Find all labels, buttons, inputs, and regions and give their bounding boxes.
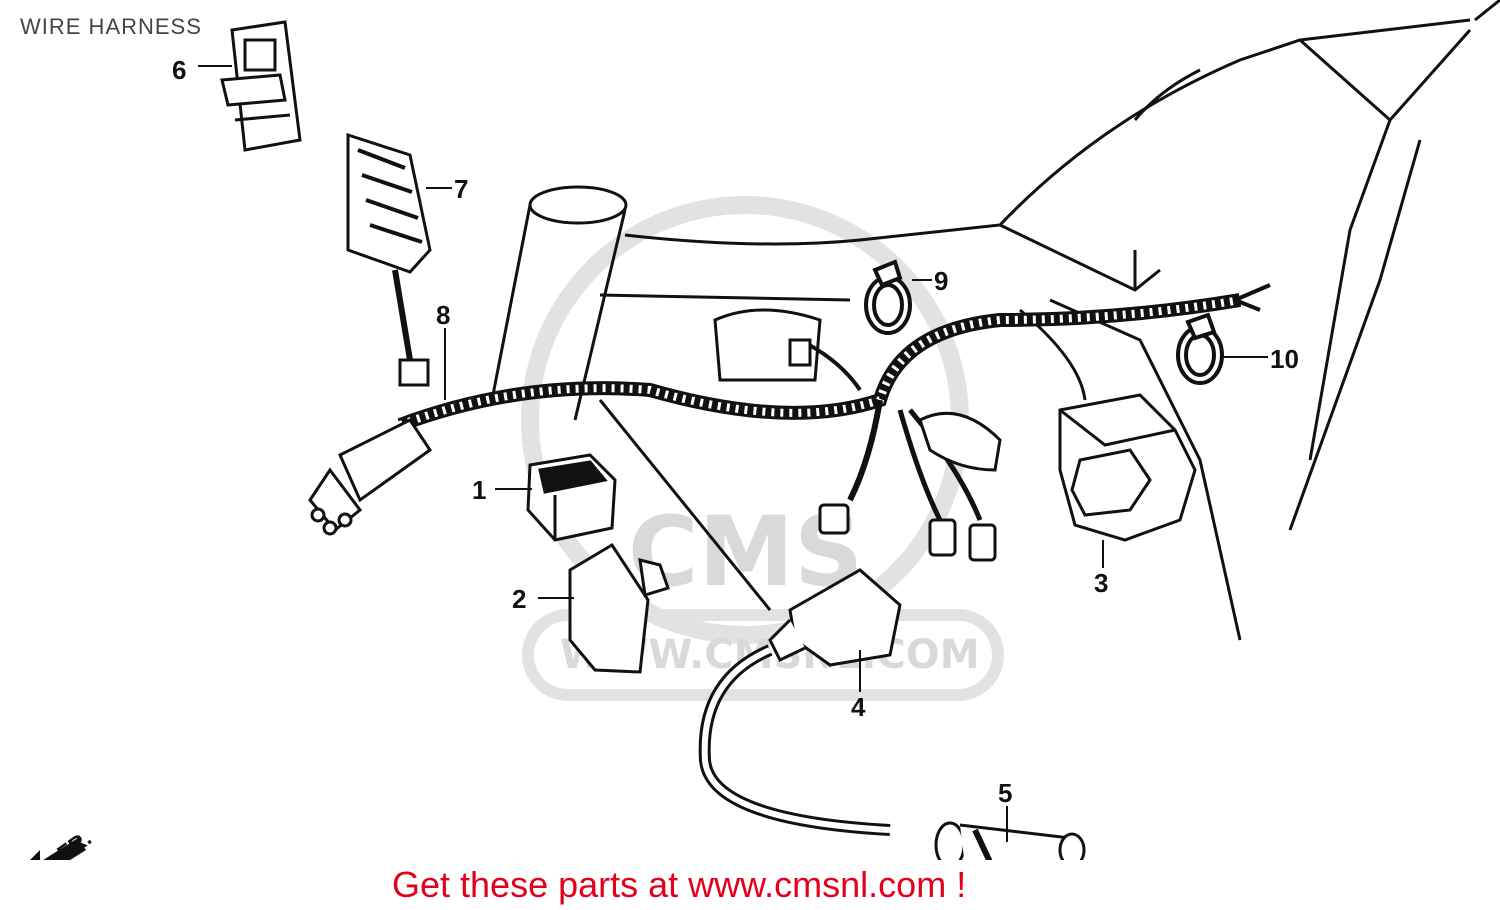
footer-promo-text: Get these parts at www.cmsnl.com ! xyxy=(392,864,967,905)
fr-label: FR. xyxy=(53,825,96,860)
diagram-title: WIRE HARNESS xyxy=(20,14,202,39)
harness-connector-left xyxy=(308,418,433,536)
wire-harness-diagram: CMS WWW.CMSNL.COM xyxy=(30,0,1500,860)
part-10-clamp xyxy=(1176,312,1224,385)
leader-lines xyxy=(198,65,1268,842)
callout-numbers: 6 7 8 1 2 3 4 5 9 10 xyxy=(172,55,1299,808)
callout-8: 8 xyxy=(436,300,450,330)
motorcycle-frame xyxy=(490,0,1500,641)
callout-7: 7 xyxy=(454,174,468,204)
part-6-bracket xyxy=(220,20,302,152)
front-direction-arrow: FR. xyxy=(30,825,96,860)
part-7-regulator xyxy=(346,132,432,387)
callout-10: 10 xyxy=(1270,344,1299,374)
callout-4: 4 xyxy=(851,692,866,722)
callout-2: 2 xyxy=(512,584,526,614)
part-5-grommet xyxy=(934,821,1086,860)
part-1-relay xyxy=(526,453,617,542)
callout-1: 1 xyxy=(472,475,486,505)
part-3-connector-block xyxy=(1058,393,1197,542)
wire-harness xyxy=(397,283,1271,562)
callout-6: 6 xyxy=(172,55,186,85)
callout-5: 5 xyxy=(998,778,1012,808)
part-4-switch-with-cable xyxy=(698,568,902,836)
part-2-cap xyxy=(568,542,670,674)
callout-9: 9 xyxy=(934,266,948,296)
part-9-clamp xyxy=(864,259,912,335)
callout-3: 3 xyxy=(1094,568,1108,598)
